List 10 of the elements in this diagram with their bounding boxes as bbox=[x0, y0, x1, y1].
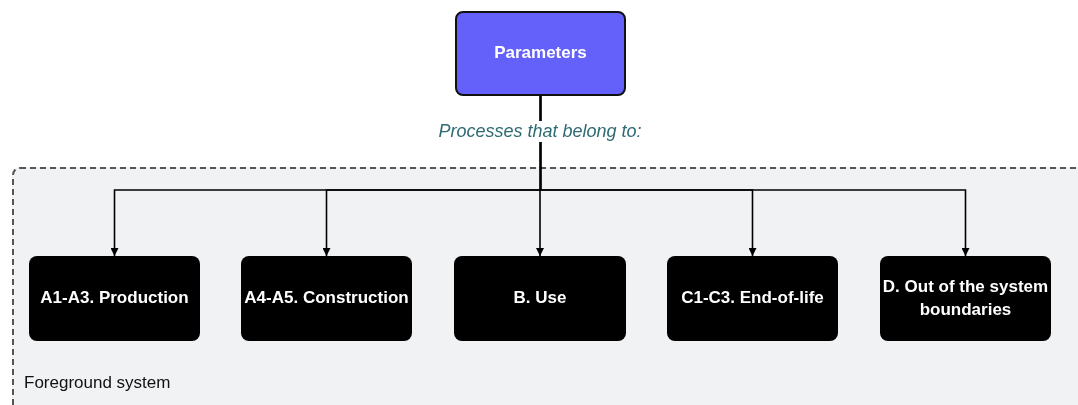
group-container bbox=[12, 167, 1078, 405]
group-title: Foreground system bbox=[24, 373, 171, 393]
process-box: D. Out of the system boundaries bbox=[880, 256, 1051, 341]
process-box: C1-C3. End-of-life bbox=[667, 256, 838, 341]
connector-caption: Processes that belong to: bbox=[436, 121, 644, 142]
arrow bbox=[539, 95, 970, 257]
process-box: Parameters bbox=[455, 11, 626, 96]
process-box: A4-A5. Construction bbox=[241, 256, 412, 341]
process-box: B. Use bbox=[454, 256, 626, 341]
process-box: A1-A3. Production bbox=[29, 256, 200, 341]
